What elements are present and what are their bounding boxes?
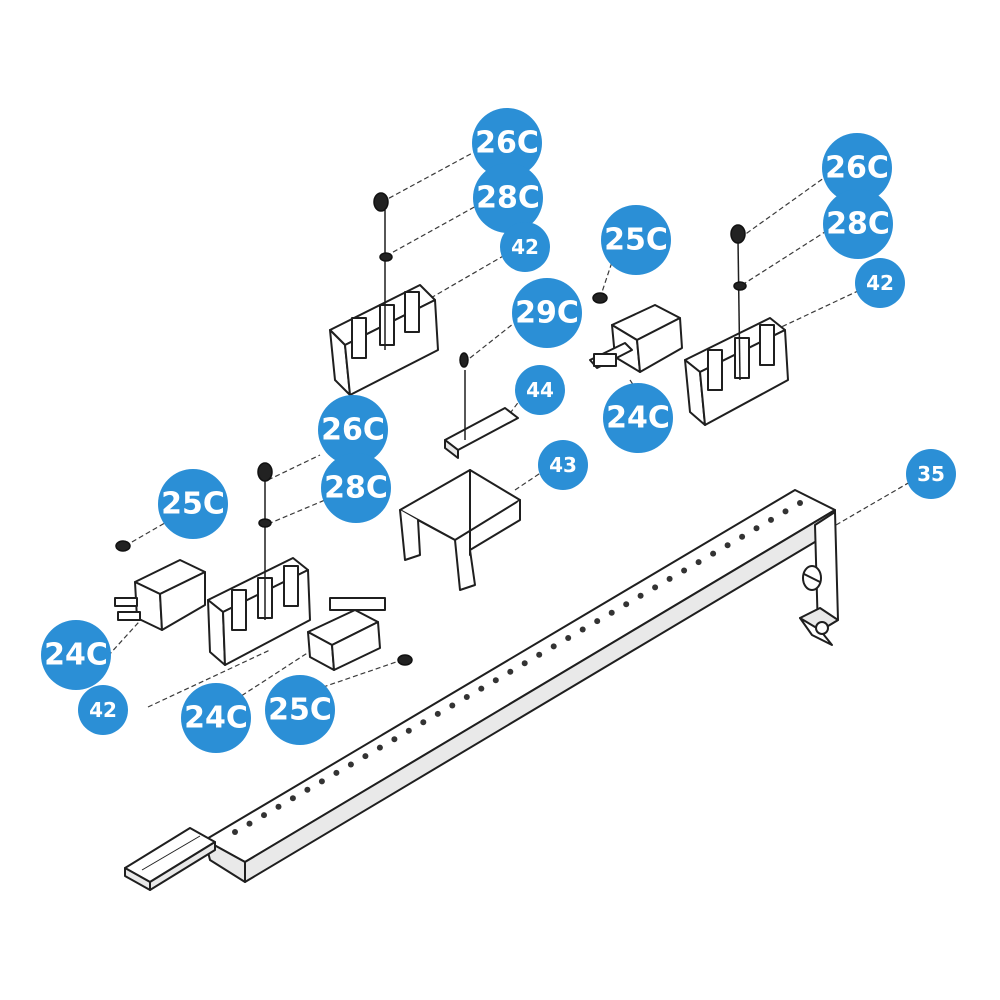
- callout-c15[interactable]: 35: [906, 449, 956, 499]
- actuator-center: [399, 352, 521, 591]
- bar-hole: [492, 677, 499, 684]
- callout-c16[interactable]: 24C: [41, 620, 111, 690]
- callout-c8[interactable]: 42: [855, 258, 905, 308]
- bar-hole: [362, 753, 369, 760]
- bar-hole: [304, 786, 311, 793]
- bracket-assembly-right: [684, 224, 789, 426]
- bar-hole: [246, 820, 253, 827]
- callout-c10[interactable]: 24C: [603, 383, 673, 453]
- callout-c14[interactable]: 25C: [158, 469, 228, 539]
- mounting-bar: [124, 489, 839, 891]
- bar-hole: [391, 736, 398, 743]
- callout-c7[interactable]: 28C: [823, 189, 893, 259]
- bar-hole: [232, 829, 238, 835]
- bar-hole: [550, 643, 557, 650]
- bar-hole: [608, 609, 615, 616]
- bar-hole: [463, 694, 470, 700]
- bar-hole: [565, 635, 572, 641]
- bar-hole: [594, 618, 601, 625]
- bar-hole: [768, 516, 774, 523]
- svg-text:24C: 24C: [44, 638, 108, 673]
- callout-c6[interactable]: 26C: [822, 133, 892, 203]
- callout-c13[interactable]: 28C: [321, 453, 391, 523]
- svg-text:28C: 28C: [476, 181, 540, 216]
- bar-hole: [724, 542, 731, 549]
- callout-c4[interactable]: 25C: [601, 205, 671, 275]
- callout-c3[interactable]: 42: [500, 222, 550, 272]
- svg-text:43: 43: [549, 453, 577, 477]
- svg-text:35: 35: [917, 462, 945, 486]
- svg-text:42: 42: [89, 698, 117, 722]
- bar-hole: [420, 719, 427, 726]
- callouts: 26C 28C 42 25C 29C 26C 28C 42: [41, 108, 956, 753]
- bar-holes: [232, 500, 803, 835]
- microswitch-left: [114, 540, 206, 631]
- svg-text:44: 44: [526, 378, 554, 402]
- callout-c18[interactable]: 24C: [181, 683, 251, 753]
- bracket-assembly-top: [329, 192, 439, 396]
- bar-hole: [652, 584, 659, 591]
- callout-c1[interactable]: 26C: [472, 108, 542, 178]
- microswitch-right: [589, 292, 683, 373]
- bar-hole: [261, 812, 267, 819]
- svg-text:26C: 26C: [321, 413, 385, 448]
- bar-hole: [536, 651, 543, 658]
- svg-text:26C: 26C: [475, 126, 539, 161]
- microswitch-lower: [307, 597, 413, 671]
- bar-hole: [449, 702, 456, 709]
- bar-hole: [289, 795, 296, 802]
- svg-text:24C: 24C: [184, 701, 248, 736]
- callout-c12[interactable]: 43: [538, 440, 588, 490]
- bar-hole: [681, 567, 688, 574]
- svg-text:29C: 29C: [515, 296, 579, 331]
- bar-hole: [666, 575, 673, 582]
- callout-c5[interactable]: 29C: [512, 278, 582, 348]
- bar-hole: [797, 500, 803, 506]
- bar-hole: [275, 803, 282, 810]
- bar-hole: [478, 685, 485, 692]
- svg-text:25C: 25C: [161, 487, 225, 522]
- bar-hole: [507, 668, 514, 675]
- bar-hole: [434, 710, 441, 717]
- bar-hole: [318, 778, 325, 785]
- bar-hole: [695, 559, 702, 566]
- bar-hole: [521, 660, 528, 667]
- bar-hole: [579, 626, 586, 633]
- callout-c17[interactable]: 42: [78, 685, 128, 735]
- svg-text:28C: 28C: [826, 207, 890, 242]
- svg-text:26C: 26C: [825, 151, 889, 186]
- bar-hole: [739, 533, 746, 540]
- bar-hole: [710, 550, 717, 557]
- bar-hole: [376, 744, 383, 751]
- bar-hole: [405, 727, 412, 734]
- callout-c9[interactable]: 44: [515, 365, 565, 415]
- callout-c2[interactable]: 28C: [473, 163, 543, 233]
- bar-hole: [753, 525, 760, 532]
- callout-c19[interactable]: 25C: [265, 675, 335, 745]
- svg-text:28C: 28C: [324, 471, 388, 506]
- bar-hole: [347, 761, 354, 768]
- bar-hole: [637, 592, 644, 599]
- bracket-assembly-left: [207, 462, 311, 666]
- svg-text:42: 42: [866, 271, 894, 295]
- callout-c11[interactable]: 26C: [318, 395, 388, 465]
- bar-hole: [782, 508, 789, 515]
- svg-text:25C: 25C: [268, 693, 332, 728]
- svg-text:25C: 25C: [604, 223, 668, 258]
- bar-hole: [623, 601, 630, 608]
- svg-text:24C: 24C: [606, 401, 670, 436]
- svg-text:42: 42: [511, 235, 539, 259]
- bar-hole: [333, 769, 340, 776]
